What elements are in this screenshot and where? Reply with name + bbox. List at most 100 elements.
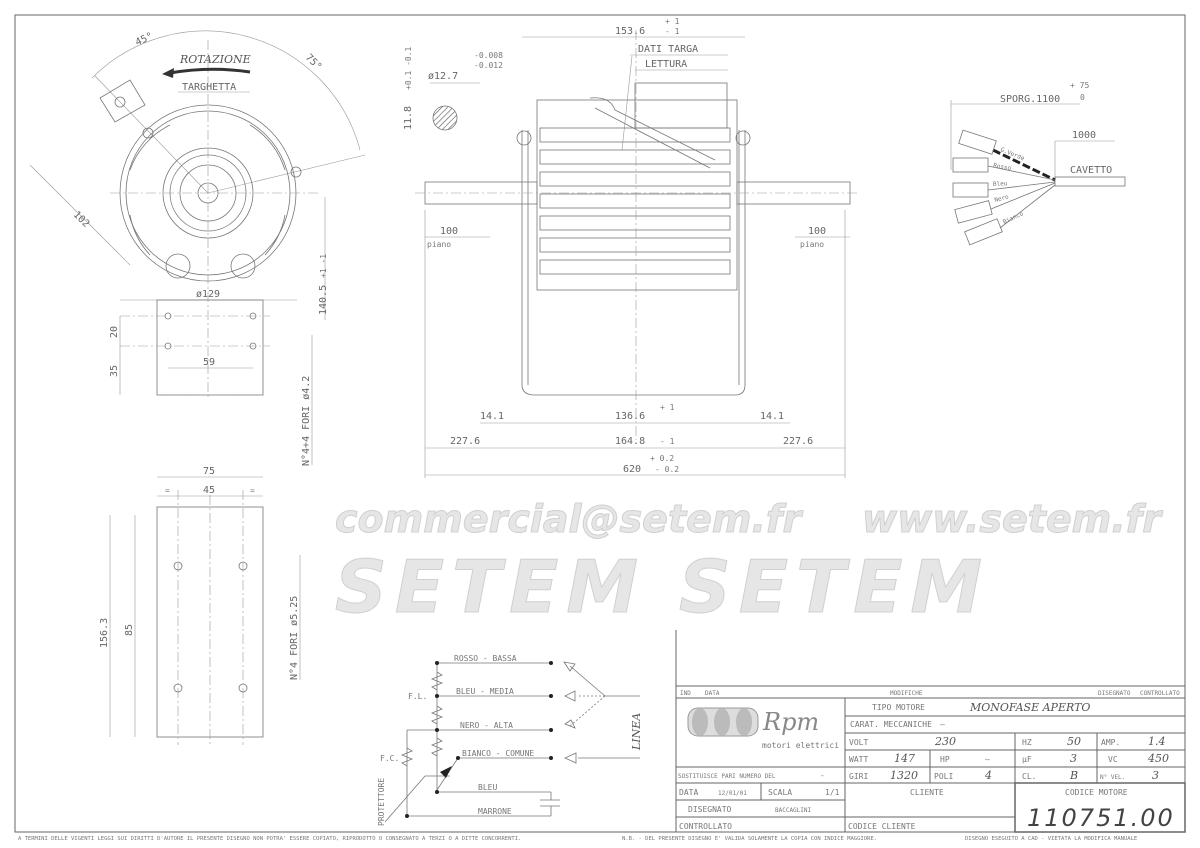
wire-label: Nero: [994, 193, 1010, 204]
volt-label: VOLT: [849, 738, 868, 747]
flat-length-right: 100: [808, 226, 826, 237]
poli-value: 4: [984, 769, 992, 782]
giri-value: 1320: [890, 769, 918, 782]
hp-value: —: [985, 755, 990, 764]
equal-mark: =: [250, 486, 255, 495]
nameplate-data-label: DATI TARGA: [638, 44, 698, 55]
wire-bleu-media: BLEU - MEDIA: [456, 687, 514, 696]
angle-left-label: 45°: [134, 31, 155, 49]
tipo-motore-value: MONOFASE APERTO: [969, 701, 1090, 714]
dim-height-140: 140.5: [318, 285, 329, 315]
cl-label: CL.: [1022, 772, 1036, 781]
side-view: 153.6 + 1 - 1 DATI TARGA LETTURA 100 pia…: [415, 17, 860, 478]
tol: + 1: [660, 403, 675, 412]
cable-detail: SPORG.1100 + 75 0 1000 CAVETTO G.Verde R…: [950, 81, 1126, 246]
cable-label: CAVETTO: [1070, 165, 1112, 176]
front-view: 45° 75° ROTAZIONE TARGHETTA 102 ø129 140…: [29, 30, 366, 400]
title-block: IND DATA MODIFICHE DISEGNATO CONTROLLATO…: [675, 630, 1186, 833]
dim-136-6: 136.6: [615, 411, 645, 422]
codice-motore-label: CODICE MOTORE: [1065, 788, 1128, 797]
header-modifiche: MODIFICHE: [890, 690, 923, 697]
dim-227-6-right: 227.6: [783, 436, 813, 447]
data-value: 12/01/01: [718, 790, 747, 797]
dim-156-3: 156.3: [99, 618, 110, 648]
flat-label-left: piano: [427, 240, 451, 249]
codice-cliente-label: CODICE CLIENTE: [848, 822, 916, 831]
tol: - 0.2: [655, 465, 679, 474]
tol: 0: [1080, 93, 1085, 102]
logo-subtitle: motori elettrici: [762, 741, 839, 750]
hp-label: HP: [940, 755, 950, 764]
footer-validity: N.B. - DEL PRESENTE DISEGNO E' VALIDA SO…: [622, 836, 877, 842]
dim-75: 75: [203, 466, 215, 477]
rotation-arrow-icon: [169, 67, 251, 75]
tol-minus: - 1: [665, 27, 680, 36]
holes-note-4-2: N°4+4 FORI ø4.2: [301, 376, 312, 466]
tol: + 75: [1070, 81, 1089, 90]
wire-bianco-comune: BIANCO - COMUNE: [462, 749, 534, 758]
uf-value: 3: [1070, 752, 1077, 765]
wire-marrone: MARRONE: [478, 807, 512, 816]
cliente-label: CLIENTE: [910, 788, 944, 797]
hz-label: HZ: [1022, 738, 1032, 747]
dim-59: 59: [203, 357, 215, 368]
line-label: LINEA: [630, 713, 643, 751]
footer: A TERMINI DELLE VIGENTI LEGGI SUI DIRITT…: [18, 836, 1137, 842]
cable-length: 1000: [1072, 130, 1096, 141]
angle-right-label: 75°: [303, 52, 324, 73]
dim-35: 35: [109, 365, 120, 377]
dim-45: 45: [203, 485, 215, 496]
controllato-label: CONTROLLATO: [679, 822, 732, 831]
flat-length-left: 100: [440, 226, 458, 237]
sostituisce-value: -: [820, 771, 825, 780]
watt-value: 147: [894, 752, 915, 765]
footer-copyright: A TERMINI DELLE VIGENTI LEGGI SUI DIRITT…: [18, 836, 521, 842]
protrusion-label: SPORG.1100: [1000, 94, 1060, 105]
nvel-value: 3: [1152, 769, 1159, 782]
rotation-label: ROTAZIONE: [179, 53, 251, 66]
flat-label-right: piano: [800, 240, 824, 249]
poli-label: POLI: [934, 772, 953, 781]
dim-227-6-left: 227.6: [450, 436, 480, 447]
shaft-flat-tol: +0.1 -0.1: [404, 46, 413, 90]
disegnato-value: BACCAGLINI: [775, 807, 812, 814]
nameplate-label: TARGHETTA: [182, 82, 236, 93]
shaft-flat: 11.8: [403, 106, 414, 130]
tol: + 0.2: [650, 454, 674, 463]
sostituisce-label: SOSTITUISCE PARI NUMERO DEL: [678, 773, 776, 780]
amp-value: 1.4: [1148, 735, 1166, 748]
dim-diameter-129: ø129: [196, 289, 220, 300]
dim-14-1-right: 14.1: [760, 411, 784, 422]
vc-label: VC: [1108, 755, 1118, 764]
cl-value: B: [1069, 769, 1078, 782]
data-label: DATA: [679, 788, 698, 797]
carat-label: CARAT. MECCANICHE: [850, 720, 932, 729]
angle-arc: [91, 30, 361, 151]
wiring-diagram: ROSSO - BASSA BLEU - MEDIA NERO - ALTA B…: [377, 654, 643, 826]
giri-label: GIRI: [849, 772, 868, 781]
wire-bleu: BLEU: [478, 783, 497, 792]
shaft-tol-lower: -0.012: [474, 61, 503, 70]
upper-bracket-view: 20 35 59 N°4+4 FORI ø4.2: [109, 299, 313, 466]
wire-rosso-bassa: ROSSO - BASSA: [454, 654, 517, 663]
fl-label: F.L.: [408, 692, 427, 701]
watermark: commercial@setem.fr www.setem.fr SETEM S…: [335, 497, 1164, 630]
header-ind: IND: [680, 690, 691, 697]
protector-label: PROTETTORE: [377, 778, 386, 826]
dim-102: 102: [71, 209, 92, 230]
footer-cad: DISEGNO ESEGUITO A CAD - VIETATA LA MODI…: [965, 836, 1137, 842]
wire-label: Rosso: [993, 162, 1012, 172]
volt-value: 230: [934, 735, 956, 748]
carat-value: —: [940, 720, 945, 729]
holes-note-5-25: N°4 FORI ø5.25: [289, 596, 300, 680]
wire-label: G.Verde: [999, 146, 1025, 162]
scala-label: SCALA: [768, 788, 792, 797]
amp-label: AMP.: [1101, 738, 1120, 747]
tol-plus: + 1: [665, 17, 680, 26]
vc-value: 450: [1147, 752, 1169, 765]
dim-85: 85: [124, 624, 135, 636]
disegnato-label: DISEGNATO: [688, 805, 732, 814]
watermark-brand: SETEM SETEM: [335, 545, 990, 629]
equal-mark: =: [165, 486, 170, 495]
